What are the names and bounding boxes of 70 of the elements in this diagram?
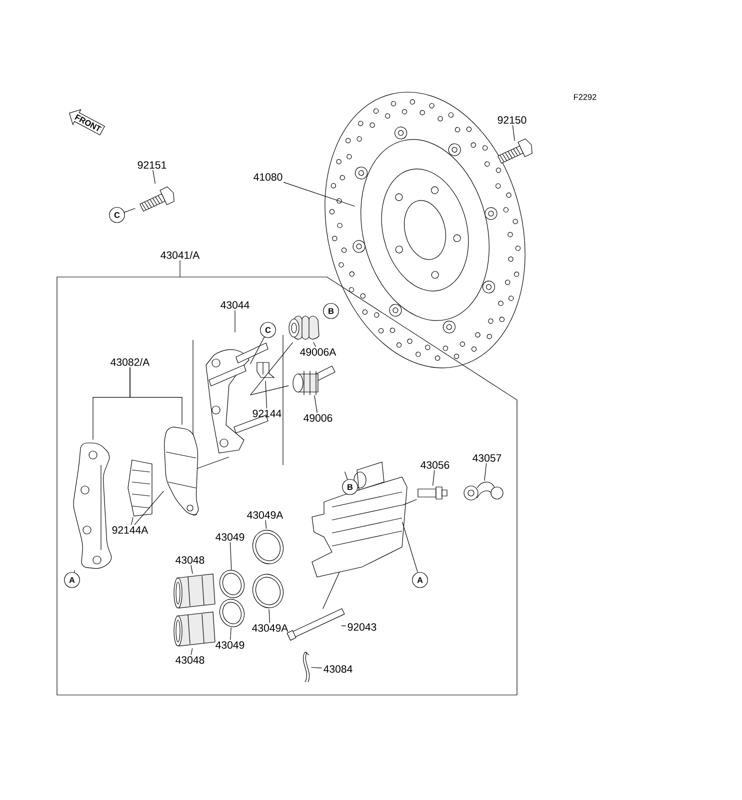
part-number: 43082/A (110, 358, 150, 366)
rubber-boot-drawing (288, 316, 320, 340)
part-number: 43049A (252, 624, 288, 632)
part-number: 43041/A (160, 251, 200, 259)
part-number: 43044 (220, 301, 250, 309)
leader-line (432, 470, 435, 486)
part-number: 43057 (472, 454, 502, 462)
leader-line (250, 342, 294, 396)
leader-line (283, 182, 355, 207)
drawing-number: F2292 (574, 94, 596, 100)
leader-line (250, 385, 289, 396)
leader-line (190, 648, 193, 656)
part-number: 92144A (112, 526, 148, 534)
piston-drawing (174, 574, 216, 608)
leader-line (313, 342, 316, 348)
part-number: 43084 (324, 665, 352, 673)
seal-ring-drawing (219, 598, 245, 628)
assembly-outline (56, 276, 518, 696)
leader-line (484, 462, 487, 481)
seal-ring-drawing (219, 570, 245, 598)
leader-line (230, 627, 232, 640)
spring-clip-drawing (256, 362, 275, 378)
pad-pin-drawing (286, 608, 345, 641)
leader-line (314, 395, 318, 414)
leader-line (250, 336, 265, 364)
bleed-valve-drawing (418, 486, 448, 500)
part-number: 43048 (176, 656, 204, 664)
leader-line (402, 499, 417, 506)
brake-pad-drawing (73, 442, 112, 569)
part-number: 92150 (498, 116, 526, 124)
leader-line (74, 570, 76, 573)
leader-line (265, 380, 268, 409)
brake-pad-drawing (164, 426, 199, 516)
leader-line (402, 522, 418, 573)
clip-drawing (303, 652, 310, 682)
leader-line (265, 520, 267, 529)
leader-line (344, 471, 348, 480)
valve-cap-drawing (464, 482, 504, 500)
leader-line (268, 609, 270, 624)
leader-line (134, 490, 164, 526)
bolt-drawing (140, 186, 174, 212)
part-number: 43049 (216, 641, 244, 649)
pad-spring-drawing (128, 460, 152, 516)
part-number: 49006 (304, 414, 332, 422)
part-number: 92043 (348, 623, 376, 631)
leader-line (130, 517, 134, 526)
part-number: 92151 (138, 161, 166, 169)
part-number: 41080 (254, 173, 282, 181)
leader-line (130, 367, 182, 425)
leader-line (234, 310, 236, 332)
leader-line (311, 667, 322, 668)
part-number: 43049 (216, 533, 244, 541)
leader-line (124, 208, 136, 213)
part-number: 49006A (300, 348, 336, 356)
leader-line (190, 564, 193, 574)
leader-line (230, 542, 232, 570)
leader-line (322, 572, 340, 609)
leader-line (152, 170, 156, 184)
part-number: 92144 (252, 410, 282, 418)
bolt-drawing (498, 138, 532, 164)
part-number: 43056 (420, 461, 450, 469)
caliper-body-drawing (312, 462, 408, 578)
leader-line (341, 625, 346, 626)
seal-ring-drawing (252, 530, 284, 564)
slide-pin-boot-drawing (292, 366, 336, 396)
seal-ring-drawing (252, 574, 284, 608)
part-number: 43048 (176, 556, 204, 564)
piston-drawing (174, 612, 216, 646)
leader-line (512, 124, 515, 141)
part-number: 43049A (247, 511, 284, 519)
